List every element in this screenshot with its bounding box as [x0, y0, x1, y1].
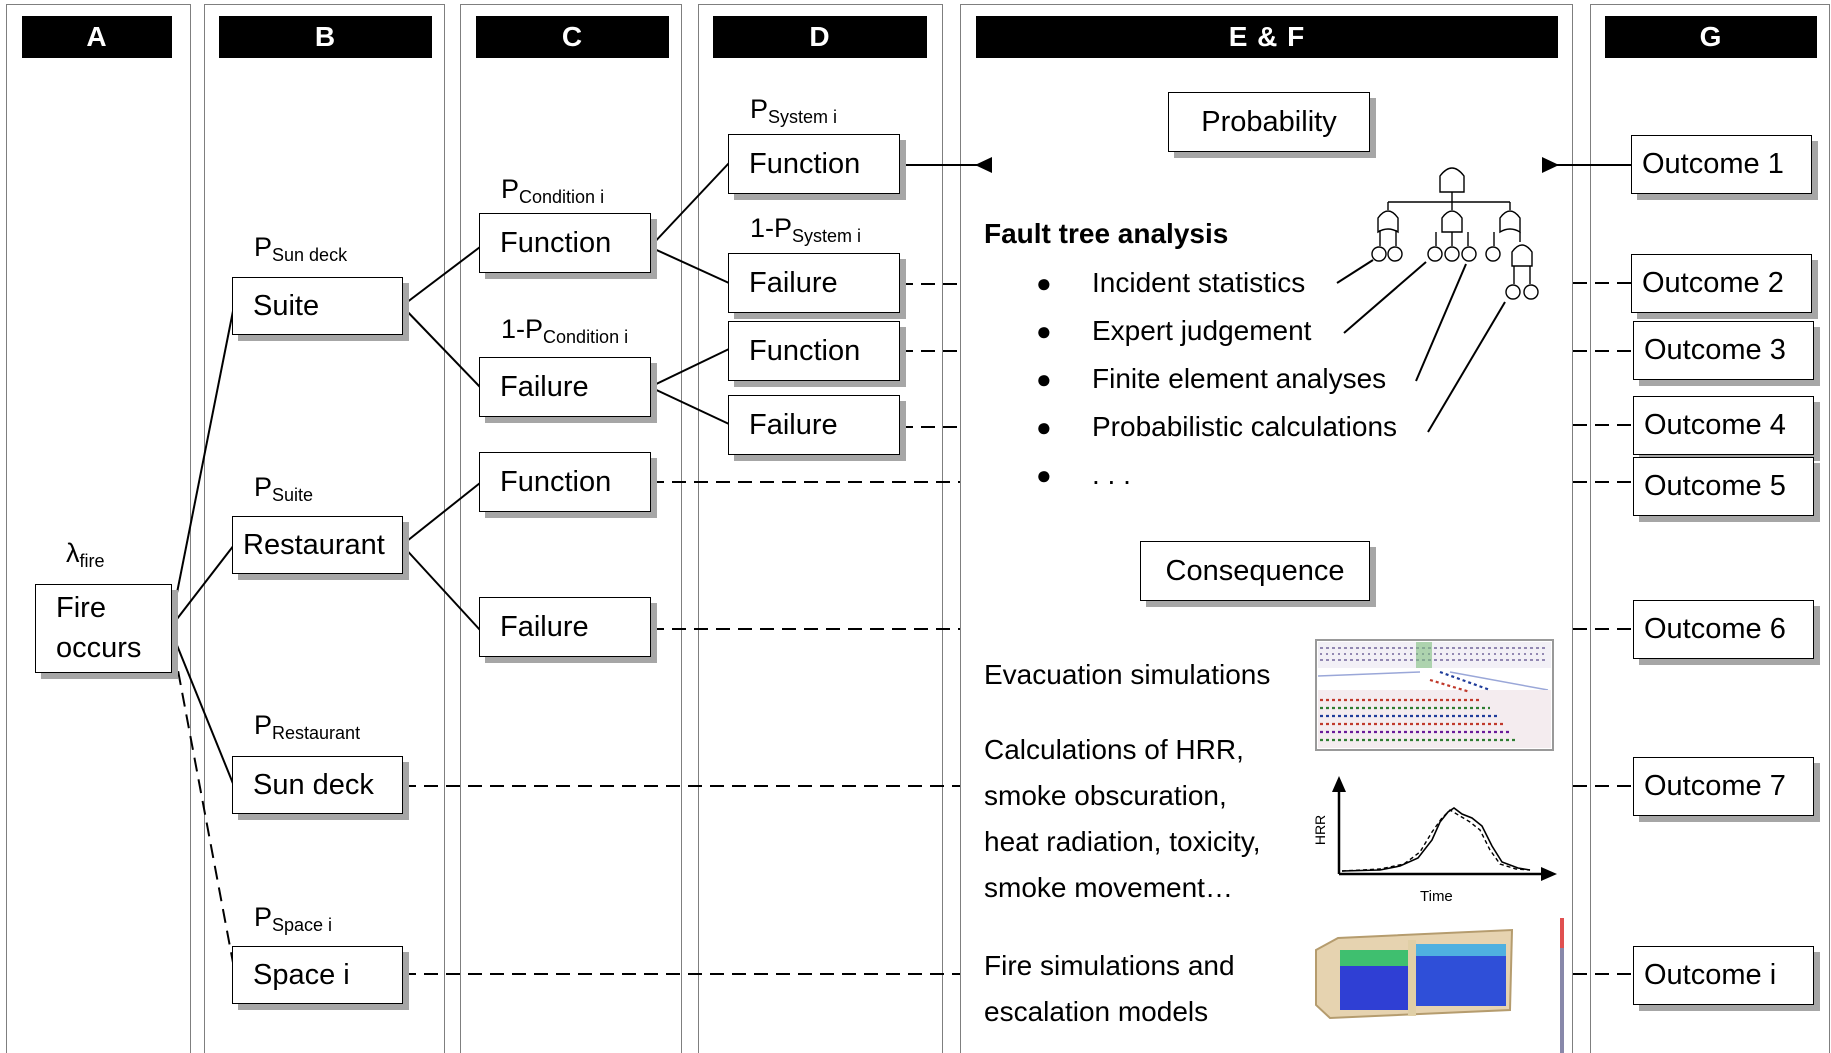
hrr-axis-label: HRR [1312, 814, 1329, 846]
time-axis-label: Time [1420, 888, 1453, 905]
leader-line [1427, 301, 1506, 433]
node-suite: Suite [232, 277, 403, 335]
bullet-finite-element-analyses: Finite element analyses [1092, 363, 1387, 394]
outcome-3: Outcome 3 [1633, 321, 1814, 380]
calc-line: Calculations of HRR, [984, 734, 1244, 765]
outcome-5: Outcome 5 [1633, 457, 1814, 516]
p-system-label: PSystem i [750, 94, 838, 127]
bullet-dot: ● [1036, 268, 1052, 298]
branch-line [401, 544, 481, 631]
fire-simulation-text: Fire simulations and escalation models [984, 946, 1235, 1032]
column-header-d: D [713, 16, 927, 58]
node-d-function-2: Function [728, 321, 900, 381]
calculations-text: Calculations of HRR, smoke obscuration, … [984, 730, 1261, 908]
outcome-2: Outcome 2 [1631, 254, 1812, 313]
column-header-g: G [1605, 16, 1817, 58]
node-d-failure-2: Failure [728, 395, 900, 455]
branch-line [649, 348, 730, 388]
dashed-branch-line [169, 627, 235, 969]
node-c-failure-2: Failure [479, 597, 651, 657]
branch-line [649, 246, 730, 284]
hrr-curve-chart [1332, 776, 1557, 881]
leader-line [1336, 259, 1374, 284]
p-suite-label: PSuite [254, 472, 314, 505]
branch-line [401, 305, 481, 388]
branch-line [169, 627, 235, 787]
bullet-dot: ● [1036, 460, 1052, 490]
branch-line [401, 246, 481, 307]
outcome-i: Outcome i [1633, 946, 1814, 1005]
probability-box: Probability [1168, 92, 1370, 152]
fire-line: escalation models [984, 996, 1209, 1028]
fault-tree-icon [1371, 167, 1539, 300]
p-space-i-label: PSpace i [254, 902, 333, 935]
calc-line: smoke movement… [984, 872, 1233, 904]
column-header-ef: E & F [976, 16, 1558, 58]
outcome-6: Outcome 6 [1633, 600, 1814, 659]
p-condition-label: PCondition i [501, 174, 605, 207]
node-sun-deck: Sun deck [232, 756, 403, 814]
leader-line [1415, 263, 1467, 382]
branch-line [649, 162, 730, 248]
calc-line: heat radiation, toxicity, [984, 826, 1261, 858]
evacuation-simulations-text: Evacuation simulations [984, 659, 1271, 690]
bullet-incident-statistics: Incident statistics [1092, 267, 1306, 298]
arrow-head-left [975, 157, 992, 173]
node-space-i: Space i [232, 946, 403, 1004]
bullet-expert-judgement: Expert judgement [1092, 315, 1312, 346]
bullet-probabilistic-calculations: Probabilistic calculations [1092, 411, 1398, 442]
one-minus-p-condition-label: 1-PCondition i [501, 314, 629, 347]
node-d-function-1: Function [728, 134, 900, 194]
column-header-a: A [22, 16, 172, 58]
column-header-c: C [476, 16, 669, 58]
p-restaurant-label: PRestaurant [254, 710, 361, 743]
arrow-head-right [1542, 157, 1559, 173]
branch-line [169, 305, 235, 629]
fault-tree-title: Fault tree analysis [984, 218, 1229, 249]
outcome-7: Outcome 7 [1633, 757, 1814, 816]
branch-line [169, 544, 235, 629]
branch-line [649, 386, 730, 425]
bullet-ellipsis: . . . [1092, 459, 1131, 490]
node-d-failure-1: Failure [728, 253, 900, 313]
node-c-function-1: Function [479, 213, 651, 273]
column-c [460, 4, 682, 1053]
node-fire-occurs: Fire occurs [35, 584, 172, 673]
leader-line [1343, 261, 1427, 334]
column-header-b: B [219, 16, 432, 58]
branch-line [401, 482, 481, 546]
p-sun-deck-label: PSun deck [254, 232, 348, 265]
one-minus-p-system-label: 1-PSystem i [750, 213, 862, 246]
node-c-failure-1: Failure [479, 357, 651, 417]
fire-line: Fire simulations and [984, 950, 1235, 981]
calc-line: smoke obscuration, [984, 780, 1227, 812]
node-c-function-2: Function [479, 452, 651, 512]
bullet-dot: ● [1036, 364, 1052, 394]
bullet-dot: ● [1036, 316, 1052, 346]
bullet-dot: ● [1036, 412, 1052, 442]
outcome-1: Outcome 1 [1631, 135, 1812, 194]
consequence-box: Consequence [1140, 541, 1370, 601]
lambda-fire-label: λfire [66, 538, 105, 571]
evacuation-simulation-image [1315, 639, 1554, 751]
column-a [6, 4, 191, 1053]
node-restaurant: Restaurant [232, 516, 403, 574]
fire-simulation-image [1315, 918, 1564, 1053]
outcome-4: Outcome 4 [1633, 396, 1814, 455]
column-ef [960, 4, 1573, 1053]
